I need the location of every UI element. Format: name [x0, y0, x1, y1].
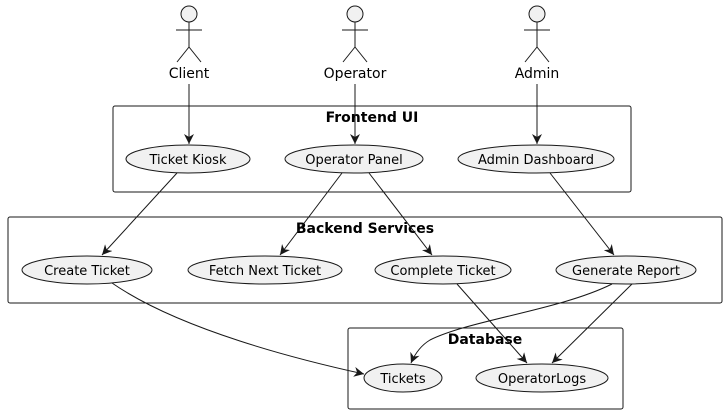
usecase-tickets: Tickets — [363, 363, 443, 393]
actor-label-operator: Operator — [324, 66, 387, 82]
package-title-backend: Backend Services — [296, 221, 434, 237]
usecase-label: Tickets — [379, 372, 425, 387]
usecase-operator-panel: Operator Panel — [284, 144, 424, 174]
usecase-operator-logs: OperatorLogs — [475, 363, 609, 393]
actor-operator: Operator — [324, 5, 387, 82]
arrow-operator-panel-to-fetch-next-ticket — [279, 172, 343, 256]
usecase-label: Operator Panel — [305, 153, 402, 168]
package-backend-services: Backend Services — [7, 216, 723, 304]
usecase-label: Generate Report — [572, 264, 680, 279]
arrow-admin-dashboard-to-generate-report — [549, 172, 615, 256]
usecase-label: Fetch Next Ticket — [209, 264, 321, 279]
arrow-create-ticket-to-tickets — [111, 282, 365, 377]
package-frontend-ui: Frontend UI — [112, 105, 632, 193]
usecase-admin-dashboard: Admin Dashboard — [457, 144, 615, 174]
arrow-complete-ticket-to-operator-logs — [456, 283, 528, 364]
usecase-label: Create Ticket — [44, 264, 130, 279]
usecase-label: Complete Ticket — [390, 264, 495, 279]
actor-label-admin: Admin — [515, 66, 560, 82]
arrow-operator-panel-to-complete-ticket — [368, 172, 433, 256]
usecase-label: Ticket Kiosk — [149, 153, 227, 168]
usecase-complete-ticket: Complete Ticket — [374, 255, 512, 285]
usecase-label: Admin Dashboard — [478, 153, 594, 168]
stick-figure-icon — [524, 5, 550, 63]
usecase-generate-report: Generate Report — [555, 255, 697, 285]
actor-client: Client — [169, 5, 210, 82]
actor-label-client: Client — [169, 66, 210, 82]
usecase-label: OperatorLogs — [498, 372, 586, 387]
arrow-generate-report-to-operator-logs — [551, 283, 633, 364]
usecase-create-ticket: Create Ticket — [21, 255, 153, 285]
package-title-frontend: Frontend UI — [326, 110, 419, 126]
arrow-generate-report-to-tickets — [410, 283, 613, 364]
actor-admin: Admin — [515, 5, 560, 82]
stick-figure-icon — [176, 5, 202, 63]
arrow-ticket-kiosk-to-create-ticket — [101, 172, 178, 256]
usecase-ticket-kiosk: Ticket Kiosk — [125, 144, 251, 174]
usecase-fetch-next-ticket: Fetch Next Ticket — [187, 255, 343, 285]
stick-figure-icon — [342, 5, 368, 63]
